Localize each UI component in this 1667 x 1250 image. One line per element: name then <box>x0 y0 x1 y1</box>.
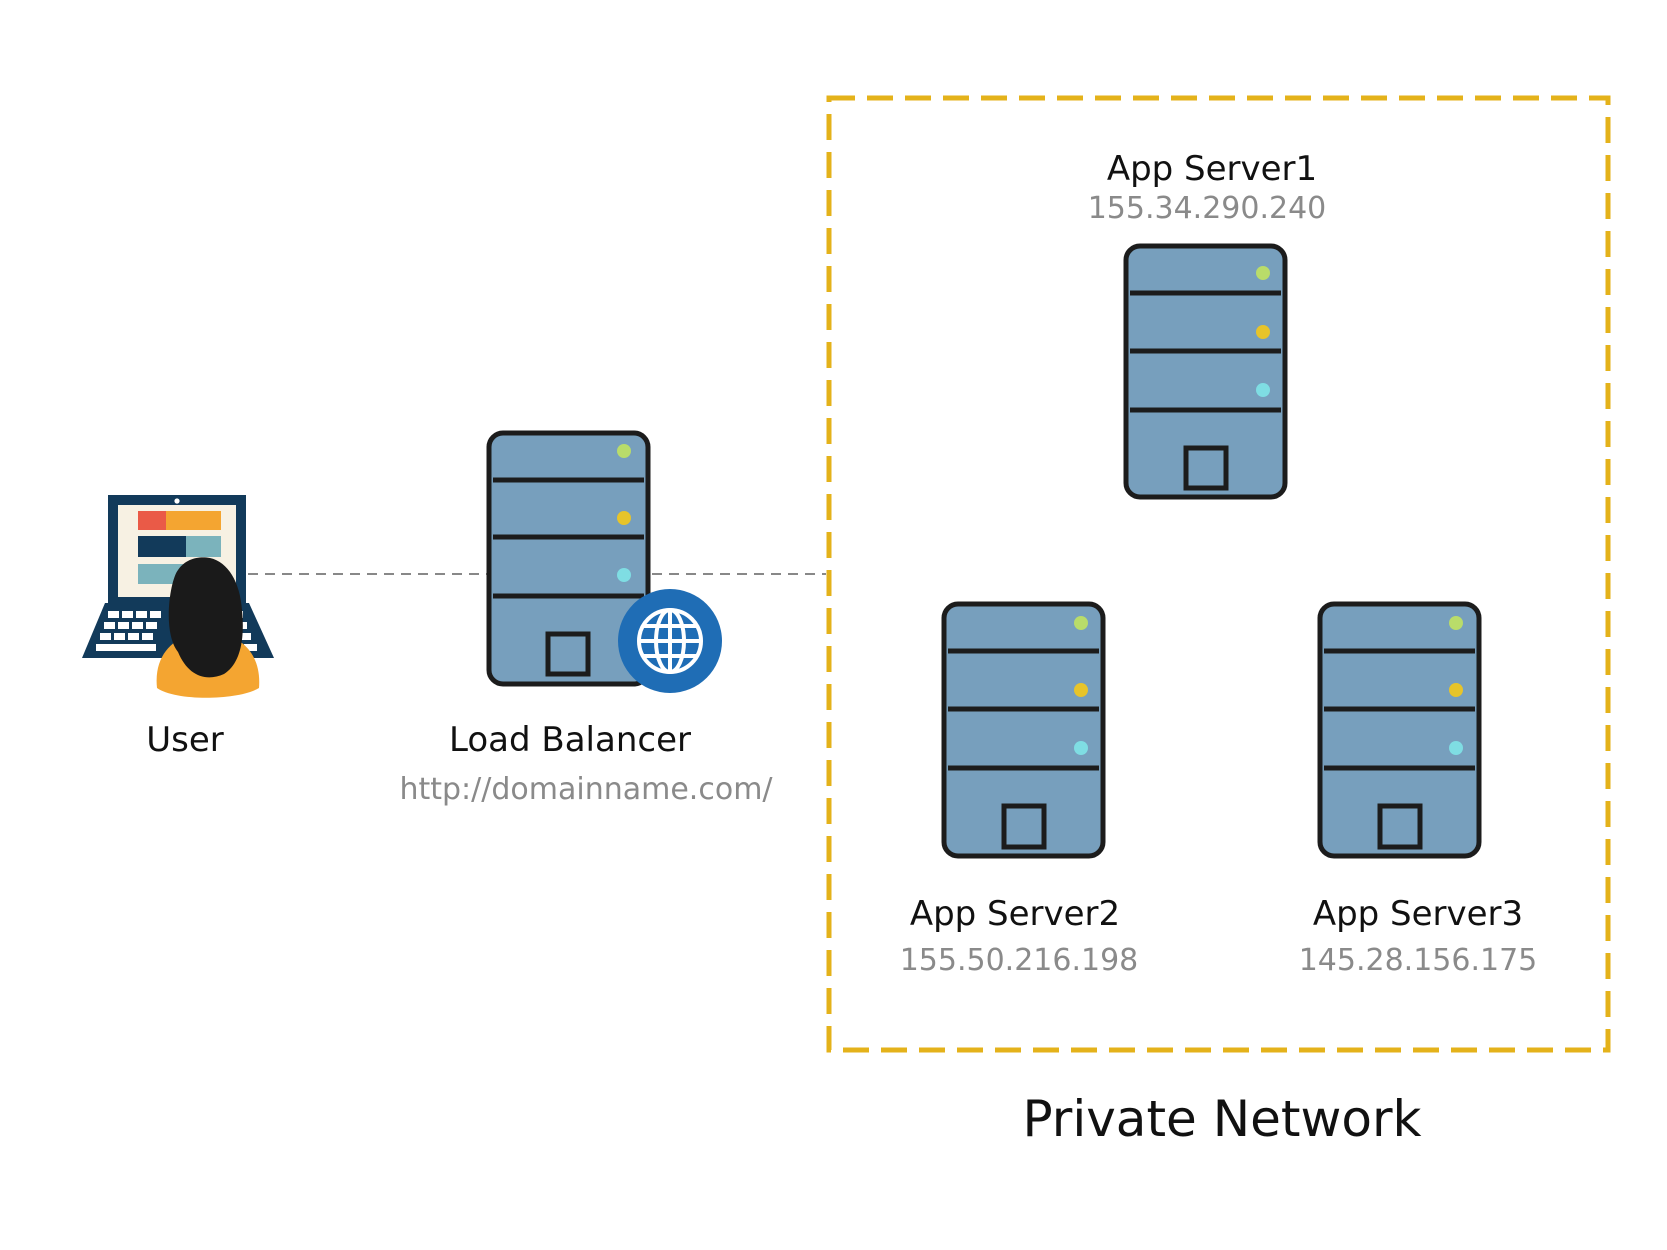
app-server-2-label: App Server2 <box>910 894 1120 934</box>
load-balancer-server-icon <box>486 430 651 687</box>
app-server-1-icon <box>1123 243 1288 500</box>
app-server-2-ip: 155.50.216.198 <box>900 943 1139 978</box>
app-server-3-ip: 145.28.156.175 <box>1299 943 1538 978</box>
app-server-3-label: App Server3 <box>1313 894 1523 934</box>
load-balancer-label: Load Balancer <box>449 720 691 760</box>
globe-icon <box>618 589 722 693</box>
app-server-1-ip: 155.34.290.240 <box>1088 191 1327 226</box>
load-balancer-url: http://domainname.com/ <box>399 772 773 807</box>
app-server-1-label: App Server1 <box>1107 149 1317 189</box>
app-server-3-icon <box>1317 601 1482 859</box>
private-network-boundary <box>826 95 1611 1053</box>
laptop-user-icon <box>82 495 274 698</box>
user-label: User <box>146 720 224 760</box>
private-network-label: Private Network <box>1023 1090 1422 1148</box>
app-server-2-icon <box>941 601 1106 859</box>
